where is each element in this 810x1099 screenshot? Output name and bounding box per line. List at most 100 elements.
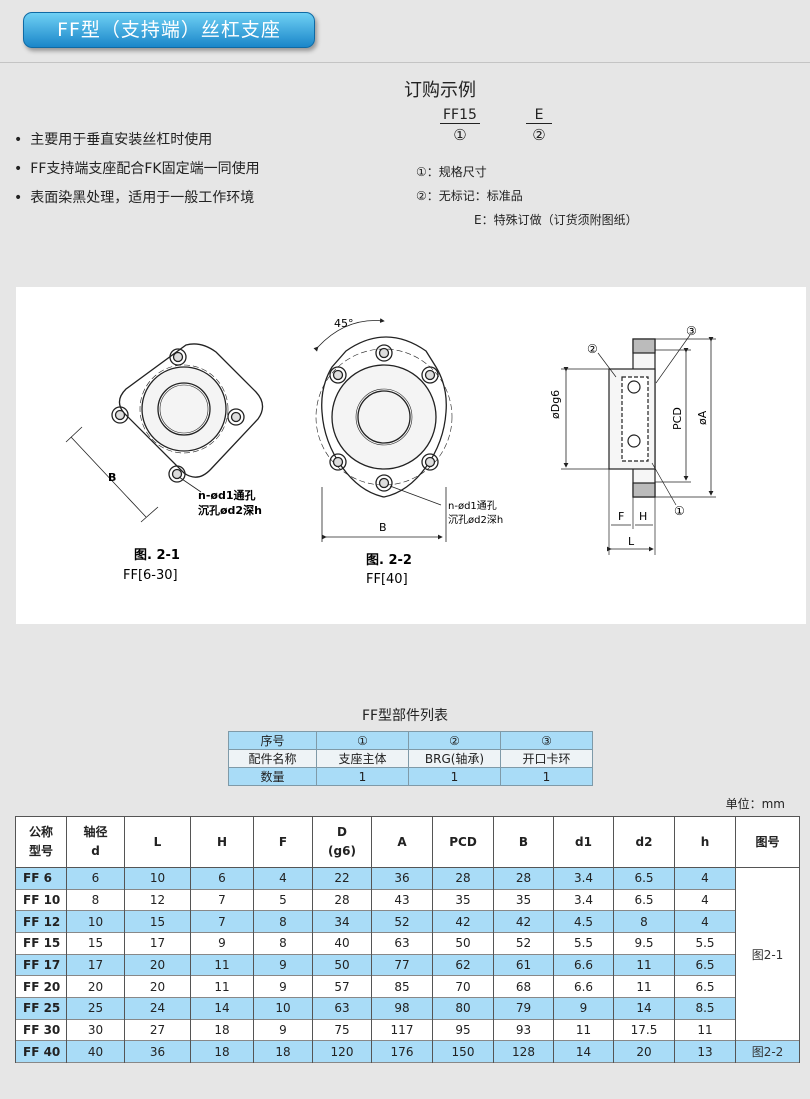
table-cell: 11 bbox=[553, 1019, 614, 1041]
table-cell: 17 bbox=[124, 932, 191, 955]
feature-list: 主要用于垂直安装丝杠时使用 FF支持端支座配合FK固定端一同使用 表面染黑处理，… bbox=[14, 126, 260, 213]
header-line: PCD bbox=[449, 834, 477, 849]
table-cell: 77 bbox=[371, 954, 433, 976]
table-cell: 3.4 bbox=[553, 867, 614, 890]
section-pcd-label: PCD bbox=[671, 407, 684, 430]
technical-drawings: B n-ød1通孔 沉孔ød2深h 图. 2-1 FF[6-30] 45° B … bbox=[65, 317, 716, 587]
table-cell: 9 bbox=[253, 975, 313, 998]
page-title: FF型（支持端）丝杠支座 bbox=[57, 19, 281, 41]
table-cell: 52 bbox=[493, 932, 554, 955]
order-note-standard: ②：无标记：标准品 bbox=[416, 189, 523, 203]
header-cell: PCD bbox=[432, 816, 494, 868]
table-cell: 25 bbox=[66, 997, 125, 1020]
fig1-model: FF[6-30] bbox=[123, 568, 178, 583]
model-cell: FF 30 bbox=[15, 1019, 67, 1041]
model-cell: FF 15 bbox=[15, 932, 67, 955]
header-line: A bbox=[397, 834, 407, 849]
table-cell: 8 bbox=[253, 910, 313, 933]
model-cell: FF 25 bbox=[15, 997, 67, 1020]
table-cell: 117 bbox=[371, 1019, 433, 1041]
table-cell: 11 bbox=[190, 975, 254, 998]
header-cell: d1 bbox=[553, 816, 614, 868]
order-notes: ①：规格尺寸 ②：无标记：标准品 E：特殊订做（订货须附图纸） bbox=[416, 160, 638, 232]
table-cell: 70 bbox=[432, 975, 494, 998]
table-cell: 20 bbox=[613, 1040, 675, 1063]
table-cell: 150 bbox=[432, 1040, 494, 1063]
table-cell: 14 bbox=[190, 997, 254, 1020]
table-cell: 12 bbox=[124, 889, 191, 911]
feature-item: FF支持端支座配合FK固定端一同使用 bbox=[14, 155, 259, 184]
model-cell: FF 40 bbox=[15, 1040, 67, 1063]
table-cell: 24 bbox=[124, 997, 191, 1020]
table-cell: 支座主体 bbox=[316, 749, 409, 768]
figure-2-1-drawing bbox=[65, 343, 264, 523]
table-cell: 14 bbox=[613, 997, 675, 1020]
table-cell: 6.5 bbox=[613, 889, 675, 911]
table-cell: 9 bbox=[190, 932, 254, 955]
callout-2: ② bbox=[587, 342, 598, 356]
table-cell: 57 bbox=[312, 975, 372, 998]
order-example-title: 订购示例 bbox=[404, 80, 476, 101]
table-cell: 128 bbox=[493, 1040, 554, 1063]
header-line: (g6) bbox=[328, 844, 356, 858]
table-row: 序号 ① ② ③ bbox=[228, 731, 593, 750]
section-dg6-label: øDg6 bbox=[549, 390, 562, 419]
section-view-drawing bbox=[561, 334, 716, 555]
table-cell: 8 bbox=[66, 889, 125, 911]
table-cell: 15 bbox=[124, 910, 191, 933]
table-cell: 9 bbox=[553, 997, 614, 1020]
table-cell: 15 bbox=[66, 932, 125, 955]
table-cell: 10 bbox=[124, 867, 191, 890]
table-cell: 8 bbox=[613, 910, 675, 933]
table-cell: 30 bbox=[66, 1019, 125, 1041]
table-cell: 4 bbox=[674, 867, 736, 890]
callout-3: ③ bbox=[686, 324, 697, 338]
fig1-title: 图. 2-1 bbox=[134, 548, 180, 563]
table-cell: 14 bbox=[553, 1040, 614, 1063]
header-cell: H bbox=[190, 816, 254, 868]
header-line: D bbox=[337, 825, 347, 839]
table-cell: 43 bbox=[371, 889, 433, 911]
table-cell: 40 bbox=[312, 932, 372, 955]
model-cell: FF 17 bbox=[15, 954, 67, 976]
table-cell: ① bbox=[316, 731, 409, 750]
table-cell: 11 bbox=[674, 1019, 736, 1041]
table-cell: 18 bbox=[190, 1040, 254, 1063]
table-cell: 95 bbox=[432, 1019, 494, 1041]
table-cell: 98 bbox=[371, 997, 433, 1020]
table-cell: 6 bbox=[190, 867, 254, 890]
table-cell: BRG(轴承) bbox=[408, 749, 501, 768]
table-cell: 6.5 bbox=[613, 867, 675, 890]
header-line: h bbox=[700, 834, 710, 849]
header-cell: A bbox=[371, 816, 433, 868]
table-cell: 28 bbox=[312, 889, 372, 911]
header-line: d1 bbox=[575, 834, 592, 849]
table-cell: 4 bbox=[674, 889, 736, 911]
feature-item: 表面染黑处理，适用于一般工作环境 bbox=[14, 184, 260, 213]
table-cell: 18 bbox=[253, 1040, 313, 1063]
header-cell: F bbox=[253, 816, 313, 868]
table-cell: 17 bbox=[66, 954, 125, 976]
table-cell: 176 bbox=[371, 1040, 433, 1063]
table-cell: 9 bbox=[253, 1019, 313, 1041]
header-line: 轴径 bbox=[83, 825, 108, 839]
fig2-model: FF[40] bbox=[366, 572, 408, 587]
table-cell: 42 bbox=[432, 910, 494, 933]
parts-list-table: 序号 ① ② ③ 配件名称 支座主体 BRG(轴承) 开口卡环 数量 1 1 1 bbox=[228, 731, 593, 786]
table-cell: 数量 bbox=[228, 767, 317, 786]
header-cell: h bbox=[674, 816, 736, 868]
table-cell: 11 bbox=[613, 975, 675, 998]
table-cell: 3.4 bbox=[553, 889, 614, 911]
section-a-label: øA bbox=[696, 410, 709, 425]
table-cell: 36 bbox=[371, 867, 433, 890]
callout-1: ① bbox=[674, 504, 685, 518]
table-cell: 6.6 bbox=[553, 975, 614, 998]
header-line: 型号 bbox=[28, 844, 53, 858]
